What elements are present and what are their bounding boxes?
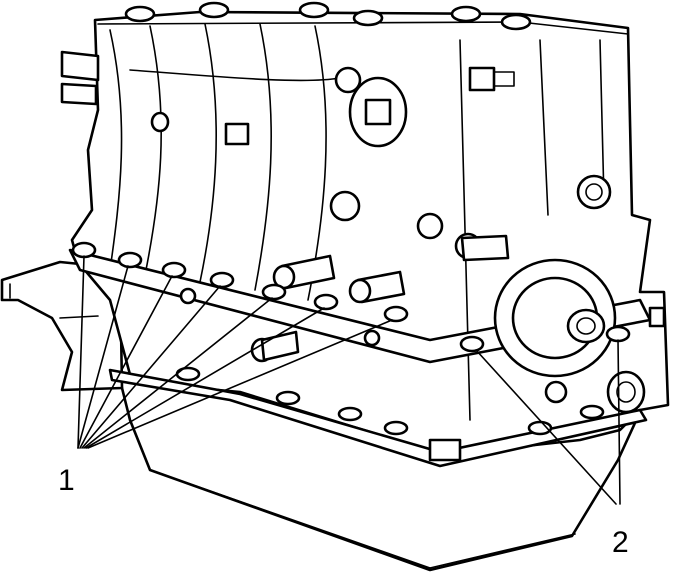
callout-label-1: 1: [58, 464, 75, 497]
pan-bolts-lower: [175, 366, 605, 462]
callout-label-2: 2: [612, 526, 629, 559]
pan-bolts-group-2: [459, 306, 666, 353]
leader-lines-2: [475, 339, 621, 505]
pan-bolts-group-1: [71, 241, 409, 323]
head-bolts: [124, 1, 532, 31]
block-details: [60, 50, 612, 404]
leader-lines-1: [77, 255, 393, 449]
crank-seal-housing: [493, 258, 646, 414]
